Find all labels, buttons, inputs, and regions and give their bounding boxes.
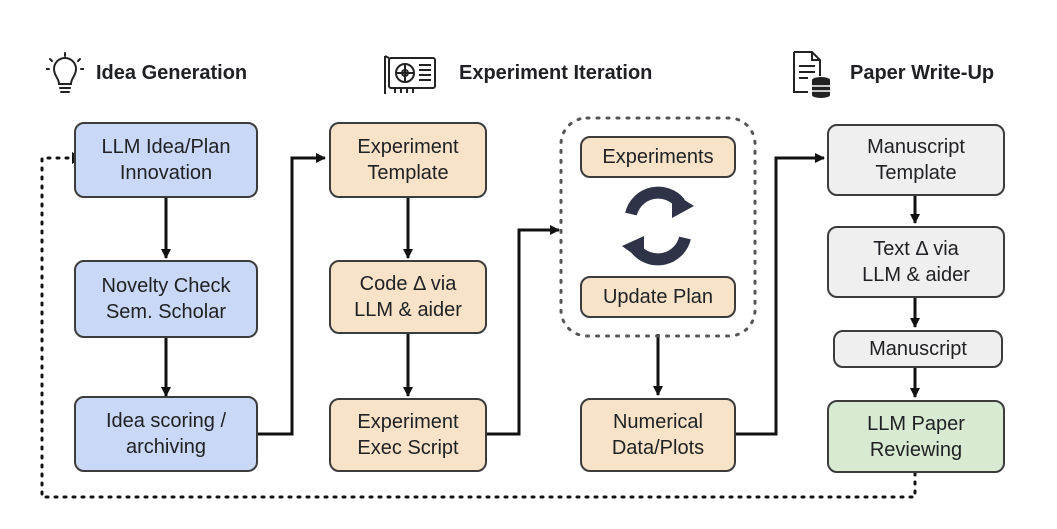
node-update-plan: Update Plan <box>580 276 736 318</box>
arrow-numerical-to-manuscript-template <box>736 153 825 436</box>
node-idea-scoring: Idea scoring / archiving <box>74 396 258 472</box>
node-exec-script: Experiment Exec Script <box>329 398 487 472</box>
node-text-delta: Text Δ via LLM & aider <box>827 226 1005 298</box>
node-code-delta: Code Δ via LLM & aider <box>329 260 487 334</box>
node-experiments: Experiments <box>580 136 736 178</box>
experiment-loop-group <box>559 116 757 338</box>
node-manuscript: Manuscript <box>833 330 1003 368</box>
node-manuscript-template: Manuscript Template <box>827 124 1005 196</box>
node-numerical-data-plots: Numerical Data/Plots <box>580 398 736 472</box>
section-title-paper: Paper Write-Up <box>850 62 995 84</box>
node-llm-idea-plan: LLM Idea/Plan Innovation <box>74 122 258 198</box>
node-llm-paper-reviewing: LLM Paper Reviewing <box>827 400 1005 473</box>
node-novelty-check: Novelty Check Sem. Scholar <box>74 260 258 338</box>
cycle-icon <box>622 186 694 266</box>
section-title-experiment: Experiment Iteration <box>459 62 653 84</box>
feedback-loop-dotted <box>40 156 917 499</box>
lightbulb-icon <box>46 52 84 93</box>
arrow-scoring-to-template <box>257 153 326 436</box>
arrow-exec-to-loop <box>486 225 560 436</box>
document-database-icon <box>793 51 830 98</box>
gpu-card-icon <box>384 55 436 94</box>
node-experiment-template: Experiment Template <box>329 122 487 198</box>
section-title-idea: Idea Generation <box>96 62 248 84</box>
